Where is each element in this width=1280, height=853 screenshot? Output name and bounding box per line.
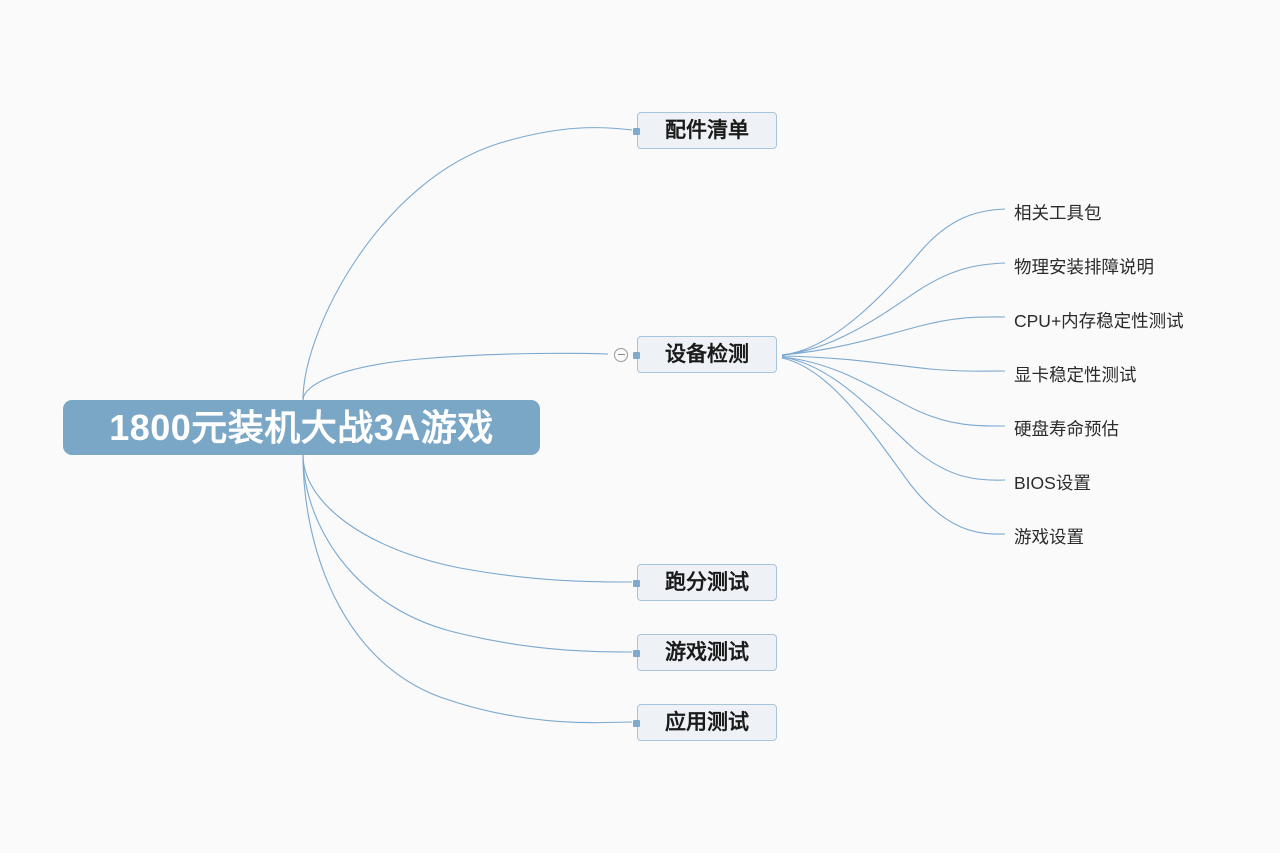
- leaf-node-gpu-stability-test[interactable]: 显卡稳定性测试: [1014, 364, 1137, 388]
- leaf-node-game-settings[interactable]: 游戏设置: [1014, 526, 1084, 550]
- leaf-node-cpu-memory-stability-test[interactable]: CPU+内存稳定性测试: [1014, 310, 1184, 334]
- leaf-node-disk-life-estimate[interactable]: 硬盘寿命预估: [1014, 418, 1119, 442]
- edge-root-to-branch-2: [302, 352, 609, 401]
- branch-node-peijianqingdan[interactable]: 配件清单: [633, 112, 777, 149]
- branch-node-label: 应用测试: [665, 711, 749, 734]
- leaf-node-bios-settings[interactable]: BIOS设置: [1014, 472, 1091, 496]
- connector-dot-icon: [633, 351, 640, 359]
- leaf-node-label: 物理安装排障说明: [1014, 257, 1154, 278]
- leaf-node-label: BIOS设置: [1014, 473, 1091, 494]
- branch-node-label: 游戏测试: [665, 641, 749, 664]
- branch-node-youxiceshi[interactable]: 游戏测试: [633, 634, 777, 671]
- connector-dot-icon: [633, 127, 640, 135]
- leaf-node-label: 硬盘寿命预估: [1014, 419, 1119, 440]
- branch-node-paofenceshi[interactable]: 跑分测试: [633, 564, 777, 601]
- edge-branch2-to-leaf-7: [781, 357, 1006, 535]
- leaf-node-wulianzhuangpaizhangshuoming[interactable]: 物理安装排障说明: [1014, 256, 1154, 280]
- connector-dot-icon: [633, 719, 640, 727]
- branch-node-shebeijiance[interactable]: 设备检测: [614, 336, 777, 373]
- connector-dot-icon: [633, 579, 640, 587]
- edge-root-to-branch-5: [302, 454, 633, 724]
- leaf-node-label: 相关工具包: [1014, 203, 1102, 224]
- edge-branch2-to-leaf-2: [781, 262, 1006, 356]
- edge-branch2-to-leaf-3: [781, 316, 1006, 356]
- branch-node-label: 跑分测试: [665, 571, 749, 594]
- leaf-node-label: 显卡稳定性测试: [1014, 365, 1137, 386]
- edge-branch2-to-leaf-5: [781, 356, 1006, 427]
- edge-root-to-branch-1: [302, 127, 633, 401]
- branch-node-yingyongceshi[interactable]: 应用测试: [633, 704, 777, 741]
- collapse-minus-icon[interactable]: [614, 347, 628, 362]
- leaf-node-label: CPU+内存稳定性测试: [1014, 311, 1184, 332]
- edge-branch2-to-leaf-1: [781, 208, 1006, 356]
- branch-node-label: 设备检测: [665, 343, 749, 366]
- edge-branch2-to-leaf-6: [781, 356, 1006, 481]
- leaf-node-label: 游戏设置: [1014, 527, 1084, 548]
- connector-dot-icon: [633, 649, 640, 657]
- root-node[interactable]: 1800元装机大战3A游戏: [63, 400, 540, 455]
- leaf-node-xiangguangongjubao[interactable]: 相关工具包: [1014, 202, 1102, 226]
- branch-node-label: 配件清单: [665, 119, 749, 142]
- root-node-label: 1800元装机大战3A游戏: [109, 406, 494, 448]
- edge-branch2-to-leaf-4: [781, 355, 1006, 372]
- edge-root-to-branch-4: [302, 454, 633, 653]
- edge-root-to-branch-3: [302, 454, 633, 583]
